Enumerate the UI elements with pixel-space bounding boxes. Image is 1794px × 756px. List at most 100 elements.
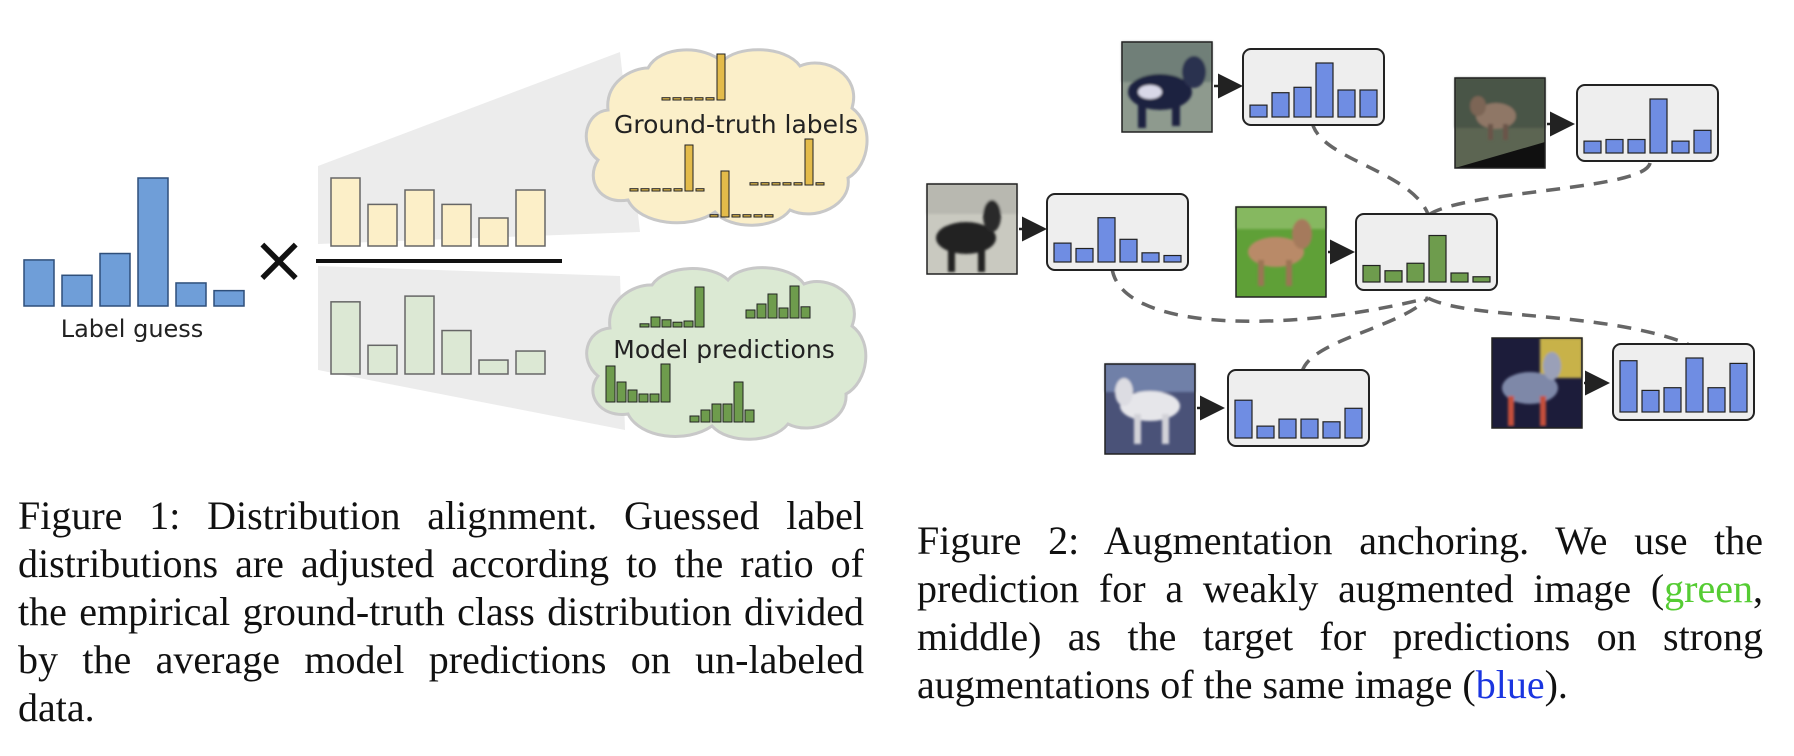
anchor-prediction-box-bar-5: [1450, 272, 1469, 283]
prediction-mini-bar-1-6: [694, 286, 705, 328]
prediction-mini-bar-3-1: [605, 365, 616, 403]
connector-3: [1110, 267, 1429, 324]
prediction-mini-bar-4-4: [722, 403, 733, 423]
ground-truth-mini-bar-1-6: [716, 53, 726, 101]
augmented-prediction-box-1-bar-4: [1315, 62, 1334, 118]
ground-truth-mini-bar-4-1: [749, 182, 759, 186]
anchor-prediction-box-bar-1: [1362, 264, 1381, 283]
augmented-prediction-box-1-bar-5: [1337, 89, 1356, 118]
figure1-caption: Figure 1: Distribution alignment. Guesse…: [18, 493, 864, 730]
augmented-prediction-box-3-bar-5: [1141, 252, 1160, 263]
prediction-mini-bar-4-6: [744, 409, 755, 423]
augmented-prediction-box-2-bar-3: [1627, 138, 1646, 154]
augmented-image-4: [1104, 363, 1196, 455]
ground-truth-average-bar-6: [515, 189, 546, 247]
ground-truth-mini-bar-4-7: [815, 182, 825, 186]
ground-truth-average-bar-2: [367, 203, 398, 247]
prediction-mini-bar-1-2: [650, 316, 661, 328]
augmented-prediction-box-3-bar-6: [1163, 254, 1182, 263]
augmented-image-3: [926, 183, 1018, 275]
augmented-prediction-box-3-bar-2: [1075, 247, 1094, 263]
augmented-prediction-box-5-bar-3: [1663, 387, 1682, 413]
augmented-prediction-box-4-bar-4: [1300, 418, 1319, 439]
augmented-prediction-box-5-bar-4: [1685, 357, 1704, 413]
augmented-prediction-box-3: [1046, 193, 1189, 271]
ground-truth-labels-text: Ground-truth labels: [614, 110, 858, 139]
anchor-prediction-box-bar-2: [1384, 270, 1403, 283]
augmented-prediction-box-2: [1576, 84, 1719, 162]
anchor-prediction-box-bar-3: [1406, 262, 1425, 283]
prediction-mini-bar-1-4: [672, 321, 683, 328]
model-prediction-average-bar-2: [367, 344, 398, 375]
ground-truth-mini-bar-1-1: [661, 97, 671, 101]
ground-truth-mini-bar-3-4: [742, 214, 752, 218]
augmented-image-2: [1454, 77, 1546, 169]
ground-truth-average-bars: [330, 177, 546, 247]
augmented-prediction-box-4-bar-2: [1256, 425, 1275, 439]
connector-2: [1429, 162, 1652, 216]
label-guess-bar-2: [61, 274, 93, 307]
prediction-mini-bar-3-5: [649, 393, 660, 403]
ground-truth-mini-bar-3-1: [709, 214, 719, 218]
ground-truth-mini-bar-2-4: [662, 188, 672, 192]
ground-truth-average-bar-5: [478, 217, 509, 247]
augmented-prediction-box-2-bar-2: [1605, 138, 1624, 154]
prediction-mini-bar-1-1: [639, 323, 650, 328]
figure2-caption: Figure 2: Augmentation anchoring. We use…: [917, 517, 1763, 709]
ground-truth-mini-bar-2-1: [629, 188, 639, 192]
label-guess-bar-3: [99, 252, 131, 307]
model-prediction-average-bar-4: [441, 329, 472, 375]
figure2-diagram: [926, 41, 1755, 455]
ground-truth-average-bar-1: [330, 177, 361, 247]
image-to-prediction-arrows: [1019, 73, 1610, 421]
ground-truth-cloud: [584, 48, 869, 227]
augmented-prediction-box-1-bar-2: [1271, 92, 1290, 118]
augmented-prediction-box-5: [1612, 343, 1755, 421]
ground-truth-mini-bar-4-6: [804, 138, 814, 186]
ground-truth-mini-bar-3-3: [731, 214, 741, 218]
figure2-caption-part1: Figure 2: Augmentation anchoring. We use…: [917, 518, 1763, 611]
connector-4: [1300, 296, 1430, 373]
augmented-prediction-box-3-bar-1: [1053, 242, 1072, 263]
ground-truth-mini-bar-4-2: [760, 182, 770, 186]
figure-canvas: Label guess × Ground-truth labels Model …: [23, 41, 1755, 455]
figure2-caption-part3: ).: [1544, 662, 1568, 707]
label-guess-bar-5: [175, 282, 207, 307]
prediction-mini-bar-2-2: [756, 303, 767, 319]
prediction-mini-bar-3-6: [660, 363, 671, 403]
label-guess-bar-4: [137, 177, 169, 307]
ground-truth-mini-bar-2-3: [651, 188, 661, 192]
prediction-mini-bar-4-2: [700, 409, 711, 423]
figure2-caption-blue: blue: [1475, 662, 1545, 707]
anchor-prediction-box-bar-4: [1428, 234, 1447, 283]
ground-truth-average-bar-3: [404, 189, 435, 247]
figure2-caption-part2: , middle) as the target for predictions …: [917, 566, 1763, 707]
augmented-prediction-box-1-bar-1: [1249, 104, 1268, 118]
prediction-mini-bar-2-1: [745, 309, 756, 319]
prediction-mini-bar-1-3: [661, 319, 672, 328]
augmented-prediction-box-2-bar-4: [1649, 98, 1668, 154]
ground-truth-mini-bar-4-5: [793, 182, 803, 186]
prediction-mini-bar-3-3: [627, 389, 638, 403]
projection-wedge-top: [318, 52, 640, 244]
prediction-mini-bar-4-1: [689, 415, 700, 423]
prediction-mini-bar-3-2: [616, 381, 627, 403]
prediction-mini-bar-2-5: [789, 285, 800, 319]
prediction-mini-bar-4-3: [711, 403, 722, 423]
augmented-prediction-box-1: [1242, 48, 1385, 126]
model-prediction-average-bar-5: [478, 359, 509, 375]
prediction-mini-bar-2-3: [767, 293, 778, 319]
ground-truth-mini-bar-1-2: [672, 97, 682, 101]
ground-truth-mini-bar-3-5: [753, 214, 763, 218]
augmented-prediction-box-3-bar-4: [1119, 238, 1138, 263]
ground-truth-mini-bar-2-5: [673, 188, 683, 192]
connector-5: [1427, 296, 1689, 346]
prediction-mini-histograms: [605, 285, 811, 423]
augmented-prediction-box-1-bar-3: [1293, 86, 1312, 118]
ground-truth-mini-bar-4-4: [782, 182, 792, 186]
ground-truth-mini-bar-3-2: [720, 170, 730, 218]
label-guess-text: Label guess: [61, 315, 204, 343]
augmented-prediction-box-5-bar-5: [1707, 387, 1726, 413]
label-guess-bar-6: [213, 289, 245, 307]
model-prediction-average-bar-1: [330, 301, 361, 375]
